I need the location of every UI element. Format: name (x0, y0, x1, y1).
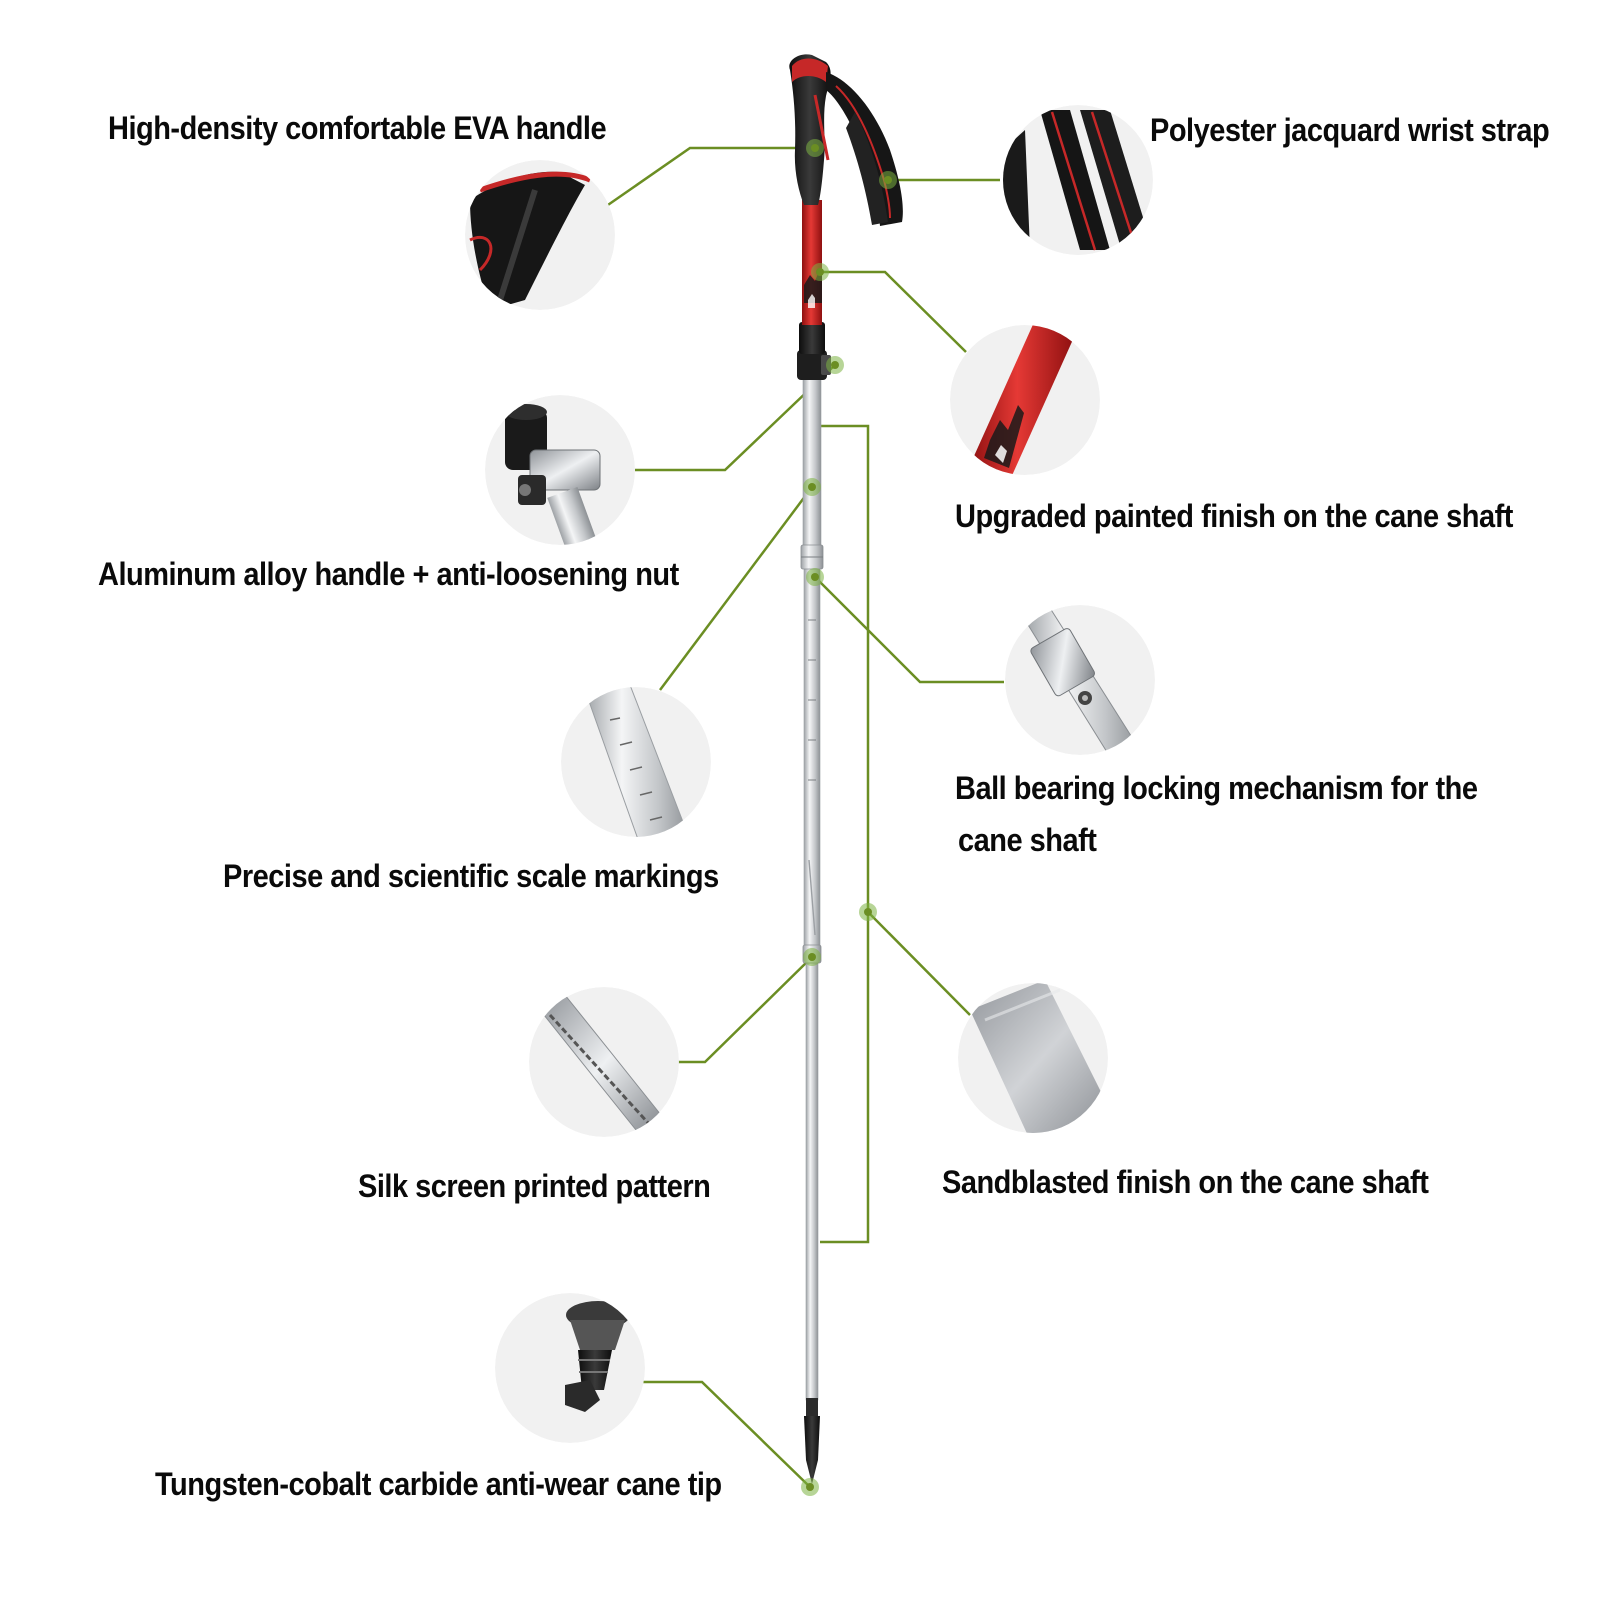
tip-ferrule (806, 1398, 818, 1416)
detail-eva-handle (465, 160, 615, 310)
leader-alloy-handle (635, 364, 836, 472)
detail-scale-markings (561, 687, 711, 837)
leader-cane-tip (642, 1380, 811, 1488)
label-scale-markings: Precise and scientific scale markings (223, 859, 719, 895)
leader-ball-bearing (814, 576, 1004, 684)
leader-eva-handle (604, 146, 815, 209)
eva-grip (789, 54, 831, 205)
leader-silk-screen (677, 956, 813, 1064)
lock-body (799, 322, 825, 354)
leader-lines (604, 146, 1004, 1488)
label-eva-handle: High-density comfortable EVA handle (108, 111, 607, 147)
label-ball-bearing-line2: cane shaft (958, 823, 1097, 859)
label-cane-tip: Tungsten-cobalt carbide anti-wear cane t… (155, 1467, 722, 1503)
detail-silk-screen (529, 987, 679, 1137)
detail-sandblasted (958, 983, 1108, 1133)
upper-shaft (802, 377, 822, 564)
leader-sandblasted-bracket (820, 424, 870, 1244)
leader-painted-finish (820, 270, 967, 353)
label-wrist-strap: Polyester jacquard wrist strap (1150, 113, 1550, 149)
detail-cane-tip (495, 1293, 645, 1443)
callout-dots (801, 139, 897, 1496)
tip-rubber (804, 1416, 820, 1484)
label-painted-finish: Upgraded painted finish on the cane shaf… (955, 499, 1513, 535)
leader-scale-markings (658, 486, 814, 691)
label-sandblasted: Sandblasted finish on the cane shaft (942, 1165, 1429, 1201)
detail-painted-finish (950, 325, 1100, 475)
flick-lock (797, 350, 827, 380)
shaft-markings (808, 619, 816, 936)
label-silk-screen: Silk screen printed pattern (358, 1169, 711, 1205)
detail-ball-bearing (1005, 605, 1155, 755)
detail-wrist-strap (1003, 105, 1153, 255)
leader-sandblasted (867, 911, 971, 1016)
trekking-pole (789, 54, 903, 1496)
detail-alloy-handle (485, 395, 635, 545)
lower-shaft (805, 939, 819, 1401)
label-alloy-handle: Aluminum alloy handle + anti-loosening n… (98, 557, 679, 593)
label-ball-bearing-line1: Ball bearing locking mechanism for the (955, 771, 1478, 807)
